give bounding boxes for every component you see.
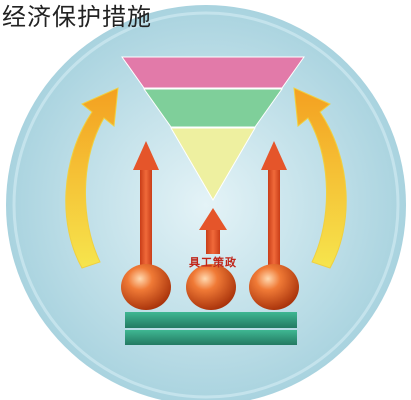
banner-bottom bbox=[125, 330, 297, 345]
triangle-level-top bbox=[121, 56, 305, 89]
triangle-level-bottom bbox=[170, 127, 256, 201]
center-up-arrow-icon bbox=[199, 208, 227, 254]
page-title: 经济保护措施 bbox=[2, 3, 152, 31]
banner-top bbox=[125, 312, 297, 328]
triangle-level-middle bbox=[143, 88, 283, 128]
sphere-left-icon bbox=[121, 264, 171, 310]
right-up-arrow-icon bbox=[261, 141, 287, 268]
inner-rim bbox=[12, 11, 400, 399]
right-curved-arrow-icon bbox=[293, 87, 347, 269]
sphere-center-icon bbox=[186, 264, 236, 310]
left-curved-arrow-icon bbox=[65, 87, 119, 269]
sphere-right-icon bbox=[249, 264, 299, 310]
left-up-arrow-icon bbox=[133, 141, 159, 268]
tools-label: 具工策政 bbox=[189, 256, 237, 269]
